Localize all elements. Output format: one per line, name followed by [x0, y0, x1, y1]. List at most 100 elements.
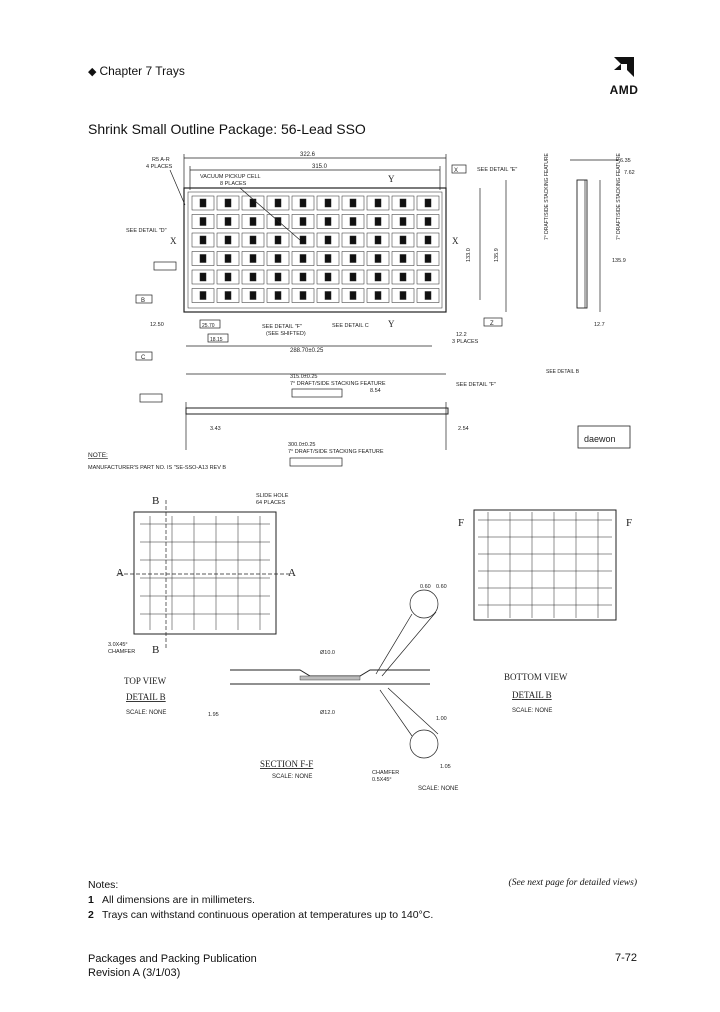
- see-detail-c: SEE DETAIL C: [332, 323, 369, 329]
- notes-heading: Notes:: [88, 879, 119, 891]
- b-top-label: B: [152, 495, 159, 507]
- see-next-page: (See next page for detailed views): [508, 878, 637, 888]
- pocket-mark: [274, 198, 282, 208]
- pocket-mark: [199, 254, 207, 263]
- slide-hole-label: SLIDE HOLE: [256, 493, 289, 499]
- tray-pocket: [216, 251, 240, 266]
- amd-logo: AMD: [606, 56, 642, 97]
- dim-side-bot: 12.7: [594, 322, 605, 328]
- pocket-mark: [399, 217, 407, 226]
- pocket-mark: [274, 217, 282, 226]
- f-right-label: F: [626, 517, 632, 529]
- tray-pocket: [366, 269, 390, 285]
- dim-left: 12.50: [150, 322, 164, 328]
- phi-10: Ø10.0: [320, 650, 335, 656]
- scale-none-ff: SCALE: NONE: [272, 774, 312, 780]
- pocket-mark: [349, 217, 357, 226]
- tray-pocket: [366, 251, 390, 266]
- pocket-mark: [374, 272, 382, 282]
- pocket-mark: [399, 235, 407, 245]
- dim-105: 1.05: [440, 764, 451, 770]
- tray-pocket: [341, 232, 365, 248]
- pocket-mark: [224, 254, 232, 263]
- chamfer-a: 3.0X45°: [108, 642, 128, 648]
- scale-none-right: SCALE: NONE: [512, 708, 552, 714]
- pocket-mark: [374, 235, 382, 245]
- pocket-mark: [299, 235, 307, 245]
- dim-100: 1.00: [436, 716, 447, 722]
- x-right-label: X: [452, 236, 459, 246]
- tray-pocket: [366, 288, 390, 303]
- pocket-mark: [324, 198, 332, 208]
- stack-right-vertical: 7° DRAFT/SIDE STACKING FEATURE: [616, 153, 622, 240]
- pocket-mark: [299, 291, 307, 300]
- f-left-label: F: [458, 517, 464, 529]
- tray-pocket: [316, 214, 340, 229]
- tray-pocket: [366, 232, 390, 248]
- x-left-label: X: [170, 236, 177, 246]
- tray-pocket: [291, 232, 315, 248]
- tray-pocket: [241, 269, 265, 285]
- publication-title: Packages and Packing Publication: [88, 953, 257, 965]
- tray-pocket: [241, 214, 265, 229]
- pocket-mark: [299, 272, 307, 282]
- a-left-label: A: [116, 567, 124, 579]
- pocket-mark: [399, 272, 407, 282]
- tray-pocket: [316, 195, 340, 211]
- tray-pocket: [191, 269, 215, 285]
- tray-pocket: [291, 251, 315, 266]
- note-text: Trays can withstand continuous operation…: [102, 909, 434, 921]
- tray-front-view: 315.0±0.25 7° DRAFT/SIDE STACKING FEATUR…: [88, 373, 631, 471]
- dim-854: 8.54: [370, 388, 381, 394]
- chapter-label: Chapter 7 Trays: [99, 64, 185, 78]
- tray-pocket: [341, 214, 365, 229]
- dim-small-b: 18.15: [210, 337, 223, 343]
- dim-ref: 12.2: [456, 332, 467, 338]
- tray-pocket: [316, 269, 340, 285]
- daewon-label: daewon: [584, 434, 616, 444]
- tray-pocket: [391, 214, 415, 229]
- pocket-mark: [224, 235, 232, 245]
- pocket-mark: [374, 254, 382, 263]
- note-item: 1 All dimensions are in millimeters.: [88, 893, 433, 908]
- pocket-mark: [224, 217, 232, 226]
- pocket-mark: [424, 254, 432, 263]
- stack-dim2: 300.0±0.25: [288, 442, 316, 448]
- pocket-mark: [424, 272, 432, 282]
- pocket-mark: [349, 198, 357, 208]
- pocket-mark: [274, 291, 282, 300]
- detail-b-label-right: DETAIL B: [512, 690, 552, 700]
- tray-pocket: [341, 251, 365, 266]
- pocket-mark: [349, 235, 357, 245]
- note-item: 2 Trays can withstand continuous operati…: [88, 908, 433, 923]
- pocket-mark: [199, 291, 207, 300]
- tray-pocket: [191, 251, 215, 266]
- tray-pocket: [291, 269, 315, 285]
- tray-pocket: [391, 269, 415, 285]
- pocket-mark: [249, 272, 257, 282]
- tray-side-view: 6.35 7.62 7° DRAFT/SIDE STACKING FEATURE…: [544, 153, 635, 375]
- pocket-mark: [349, 272, 357, 282]
- tray-pocket: [191, 232, 215, 248]
- tray-pocket: [241, 195, 265, 211]
- dim-060a: 0.60: [420, 584, 431, 590]
- pocket-mark: [374, 217, 382, 226]
- scale-none-section: SCALE: NONE: [418, 786, 458, 792]
- pocket-mark: [324, 272, 332, 282]
- shifted-label: (SEE SHIFTED): [266, 331, 306, 337]
- dim-top-outer: 322.6: [300, 152, 316, 158]
- dim-343: 3.43: [210, 426, 221, 432]
- z-box-label: Z: [490, 321, 494, 327]
- three-places: 3 PLACES: [452, 339, 479, 345]
- sixtyfour-label: 64 PLACES: [256, 500, 286, 506]
- chapter-header: ◆Chapter 7 Trays: [88, 64, 185, 78]
- detail-b-label-left: DETAIL B: [126, 692, 166, 702]
- see-detail-d: SEE DETAIL "D": [126, 228, 167, 234]
- chamfer-b: CHAMFER: [372, 770, 399, 776]
- pocket-mark: [424, 291, 432, 300]
- section-ff: 0.60 0.60 Ø10.0 Ø12.0 1.95 1.00 1.05 CHA…: [208, 584, 458, 792]
- note-number: 2: [88, 909, 94, 921]
- dim-small-a: 25.70: [202, 323, 215, 329]
- tray-pocket: [416, 214, 440, 229]
